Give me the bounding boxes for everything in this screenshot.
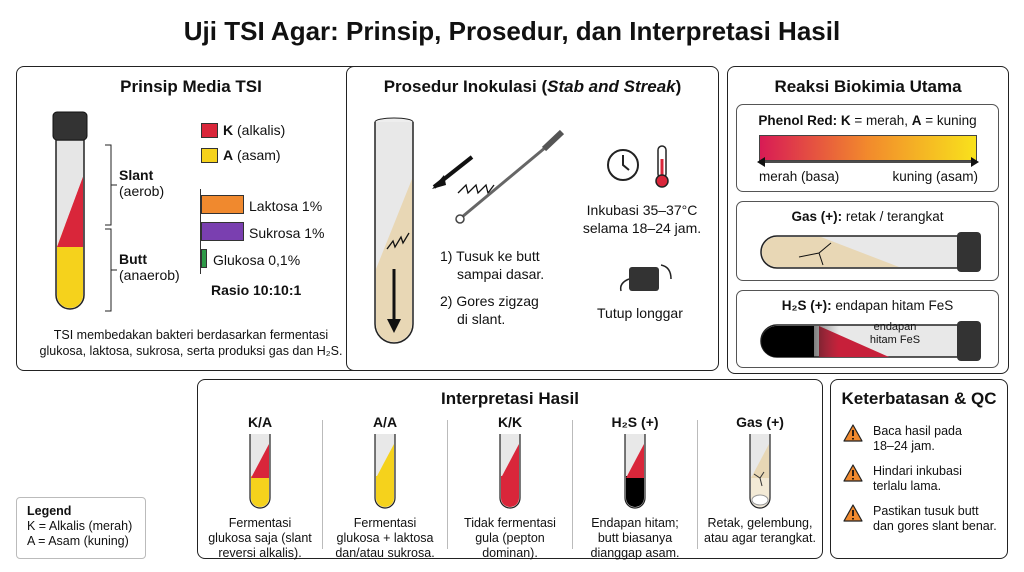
principle-title: Prinsip Media TSI xyxy=(120,77,262,96)
interpretation-item: A/A Fermentasi glukosa + laktosa dan/ata… xyxy=(323,414,448,560)
legend-k-item: K = Alkalis (merah) xyxy=(27,519,133,533)
incubation: Inkubasi 35–37°C xyxy=(586,202,698,218)
gas-label: Gas (+): retak / terangkat xyxy=(791,209,944,224)
procedure-panel: Prosedur Inokulasi (Stab and Streak) 1) … xyxy=(346,66,719,371)
gas-tube-icon xyxy=(760,232,981,272)
butt-label: Butt xyxy=(119,251,147,267)
interpretation-item: K/A Fermentasi glukosa saja (slant rever… xyxy=(198,414,323,560)
sugar-label: Glukosa 0,1% xyxy=(213,252,301,268)
cap-label: Tutup longgar xyxy=(597,305,683,321)
qc-text: Baca hasil pada xyxy=(873,424,962,438)
h2s-tube-icon xyxy=(760,321,981,361)
double-arrow-icon xyxy=(757,157,979,167)
result-desc: Fermentasi xyxy=(353,516,417,530)
reactions-title: Reaksi Biokimia Utama xyxy=(774,77,962,96)
warning-icon xyxy=(843,464,863,482)
interpretation-item: H₂S (+) Endapan hitam; butt biasanya dia… xyxy=(573,414,698,560)
legend-a-item: A = Asam (kuning) xyxy=(27,534,129,548)
phenol-red-box: Phenol Red: K = merah, A = kuning merah … xyxy=(736,104,999,192)
sugar-bar-glukosa xyxy=(201,249,207,268)
ph-right-label: kuning (asam) xyxy=(892,169,978,184)
result-desc: reversi alkalis). xyxy=(218,546,302,560)
qc-text: 18–24 jam. xyxy=(873,439,935,453)
caption: glukosa, laktosa, sukrosa, serta produks… xyxy=(39,344,343,358)
principle-panel: Prinsip Media TSI Slant(aerob) Butt(anae… xyxy=(16,66,366,371)
qc-text: Pastikan tusuk butt xyxy=(873,504,979,518)
gas-box: Gas (+): retak / terangkat xyxy=(736,201,999,281)
legend-a: A (asam) xyxy=(201,147,281,163)
step-2-cont: di slant. xyxy=(457,311,506,327)
result-label: K/K xyxy=(497,414,523,430)
warning-icon xyxy=(843,504,863,522)
procedure-title: Prosedur Inokulasi (Stab and Streak) xyxy=(383,77,682,96)
step-1: 1) Tusuk ke butt xyxy=(440,248,540,264)
qc-title: Keterbatasan & QC xyxy=(841,389,997,408)
tsi-tube-icon xyxy=(52,111,88,310)
reactions-panel: Reaksi Biokimia Utama Phenol Red: K = me… xyxy=(727,66,1009,374)
result-desc: dianggap asam. xyxy=(590,546,680,560)
result-desc: dan/atau sukrosa. xyxy=(335,546,435,560)
legend-box: Legend K = Alkalis (merah) A = Asam (kun… xyxy=(16,497,146,559)
interpretation-panel: Interpretasi Hasil K/A Fermentasi glukos… xyxy=(197,379,823,560)
step-1-cont: sampai dasar. xyxy=(457,266,545,282)
result-label: A/A xyxy=(372,414,398,430)
h2s-note: hitam FeS xyxy=(869,334,921,346)
ph-left-label: merah (basa) xyxy=(759,169,840,184)
ph-gradient-bar xyxy=(759,135,977,161)
h2s-note: endapan xyxy=(873,321,917,333)
qc-text: terlalu lama. xyxy=(873,479,942,493)
result-desc: atau agar terangkat. xyxy=(704,531,816,545)
sugar-label: Laktosa 1% xyxy=(249,198,323,214)
warning-icon xyxy=(843,424,863,442)
interpretation-title: Interpretasi Hasil xyxy=(441,389,579,408)
interpretation-item: Gas (+) Retak, gelembung, atau agar tera… xyxy=(698,414,822,549)
result-desc: glukosa + laktosa xyxy=(336,531,434,545)
result-label: K/A xyxy=(247,414,273,430)
page-title: Uji TSI Agar: Prinsip, Prosedur, dan Int… xyxy=(183,16,841,46)
sugar-bar-sukrosa xyxy=(201,222,244,241)
result-tube-icon xyxy=(499,434,521,509)
h2s-label: H₂S (+): endapan hitam FeS xyxy=(781,298,954,313)
result-desc: glukosa saja (slant xyxy=(208,531,312,545)
result-desc: Tidak fermentasi xyxy=(464,516,556,530)
result-tube-icon xyxy=(374,434,396,509)
clock-icon xyxy=(607,149,639,181)
incubation: selama 18–24 jam. xyxy=(582,220,702,236)
result-tube-icon xyxy=(749,434,771,509)
sugar-label: Sukrosa 1% xyxy=(249,225,325,241)
loose-cap-icon xyxy=(619,264,672,292)
interpretation-item: K/K Tidak fermentasi gula (pepton domina… xyxy=(448,414,573,560)
qc-text: Hindari inkubasi xyxy=(873,464,962,478)
inoculated-tube-icon xyxy=(374,117,414,344)
slant-sub: (aerob) xyxy=(119,183,165,199)
ratio: Rasio 10:10:1 xyxy=(211,282,302,298)
result-desc: Retak, gelembung, xyxy=(707,516,813,530)
result-label: H₂S (+) xyxy=(611,414,659,430)
result-desc: gula (pepton xyxy=(475,531,545,545)
inoculation-loop-icon xyxy=(432,129,565,224)
legend-title: Legend xyxy=(27,504,72,518)
result-tube-icon xyxy=(249,434,271,509)
result-label: Gas (+) xyxy=(736,414,784,430)
result-desc: Fermentasi xyxy=(228,516,292,530)
thermometer-icon xyxy=(655,145,669,188)
sugar-bar-laktosa xyxy=(201,195,244,214)
result-desc: butt biasanya xyxy=(597,531,673,545)
butt-sub: (anaerob) xyxy=(119,267,180,283)
step-2: 2) Gores zigzag xyxy=(440,293,539,309)
result-tube-icon xyxy=(624,434,646,509)
phenol-red-label: Phenol Red: K = merah, A = kuning xyxy=(758,113,977,128)
result-desc: dominan). xyxy=(482,546,538,560)
qc-text: dan gores slant benar. xyxy=(873,519,997,533)
brackets xyxy=(105,144,117,312)
slant-label: Slant xyxy=(119,167,154,183)
result-desc: Endapan hitam; xyxy=(591,516,679,530)
caption: TSI membedakan bakteri berdasarkan ferme… xyxy=(53,328,329,342)
legend-k: K (alkalis) xyxy=(201,122,285,138)
